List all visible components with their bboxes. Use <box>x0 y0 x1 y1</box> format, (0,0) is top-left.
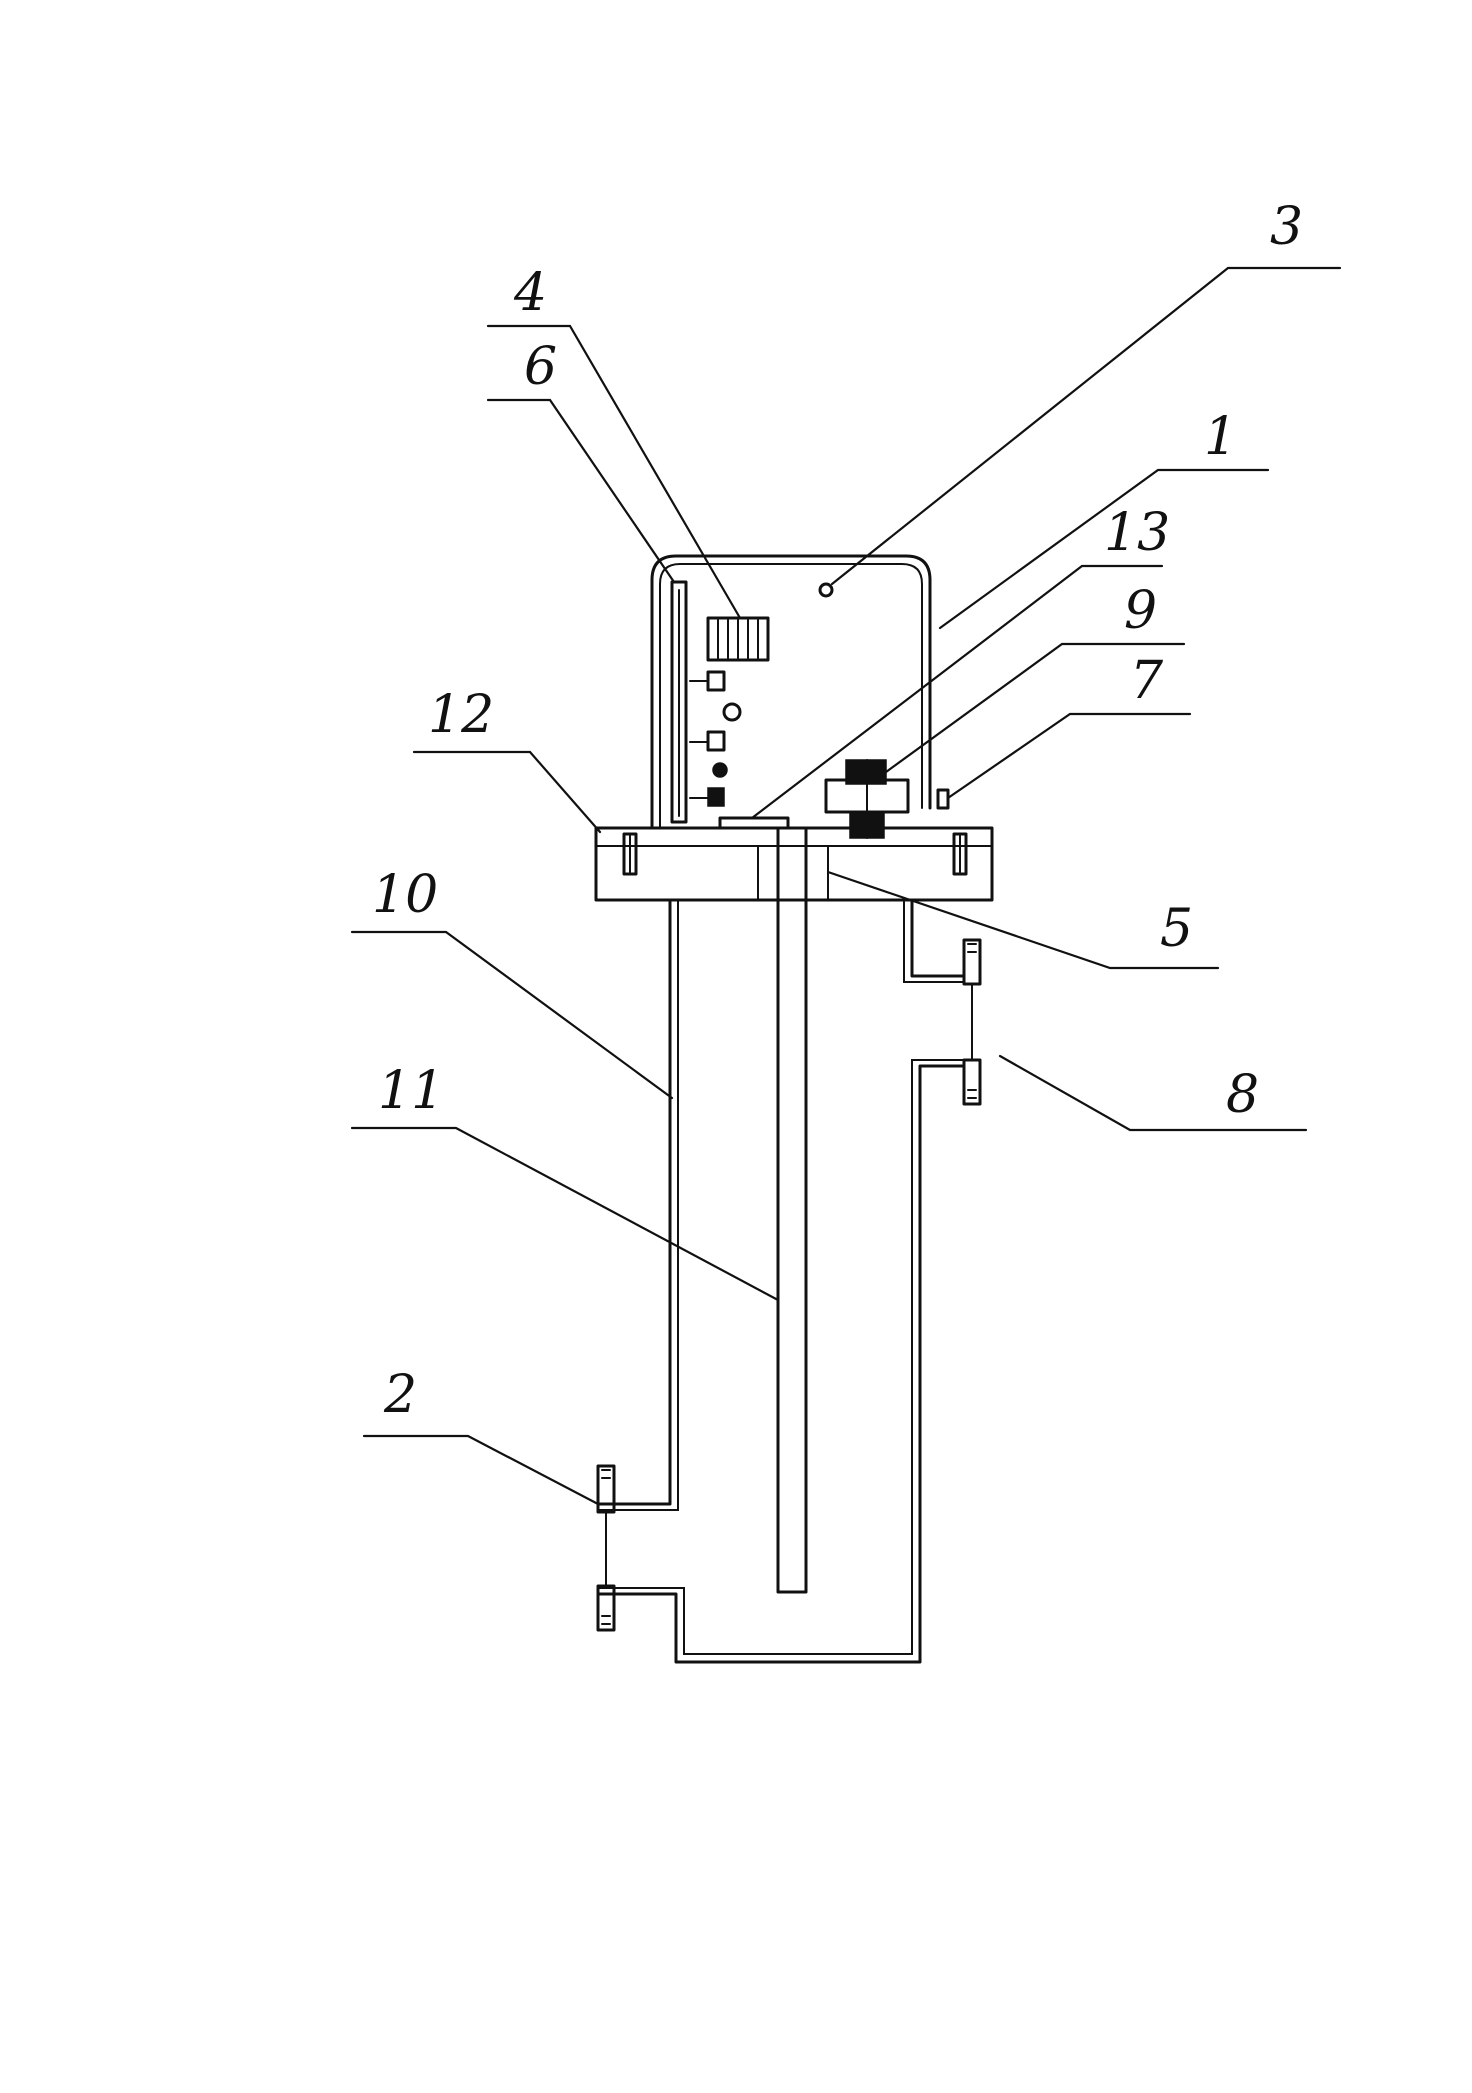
label-6: 6 <box>524 337 557 397</box>
label-3: 3 <box>1270 197 1303 257</box>
part-labels: 3 4 6 1 13 9 7 12 5 10 8 11 2 <box>372 197 1303 1425</box>
label-10: 10 <box>372 865 438 925</box>
upper-housing <box>650 554 932 830</box>
internal-assembly <box>670 580 790 830</box>
label-1: 1 <box>1204 407 1237 467</box>
motor-assembly <box>824 759 950 839</box>
leader-lines <box>350 266 1342 1506</box>
label-5: 5 <box>1160 899 1193 959</box>
central-rod <box>776 826 808 1594</box>
flange-plate <box>594 826 994 902</box>
label-11: 11 <box>378 1061 444 1121</box>
label-7: 7 <box>1130 651 1164 711</box>
label-2: 2 <box>383 1365 417 1425</box>
label-13: 13 <box>1104 503 1170 563</box>
label-8: 8 <box>1226 1065 1259 1125</box>
lower-vessel <box>596 898 982 1664</box>
label-4: 4 <box>513 263 547 323</box>
label-9: 9 <box>1124 581 1157 641</box>
label-12: 12 <box>428 685 494 745</box>
